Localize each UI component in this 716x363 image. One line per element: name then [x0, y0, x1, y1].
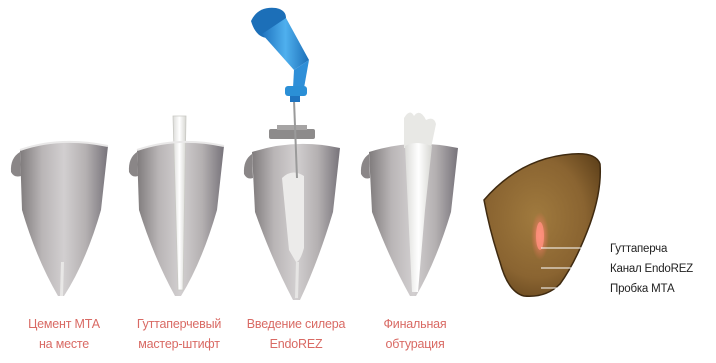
- tooth-mta: [11, 142, 108, 296]
- tooth-master-cone: [129, 116, 224, 296]
- label-mta-plug: Пробка МТА: [610, 282, 674, 296]
- tooth-final-obturation: [361, 112, 458, 296]
- label-gutta-percha: Гуттаперча: [610, 242, 667, 256]
- root-cross-section: [484, 154, 604, 297]
- label-endorez-canal: Канал EndoREZ: [610, 262, 693, 276]
- tooth-sealer-injection: [244, 125, 340, 300]
